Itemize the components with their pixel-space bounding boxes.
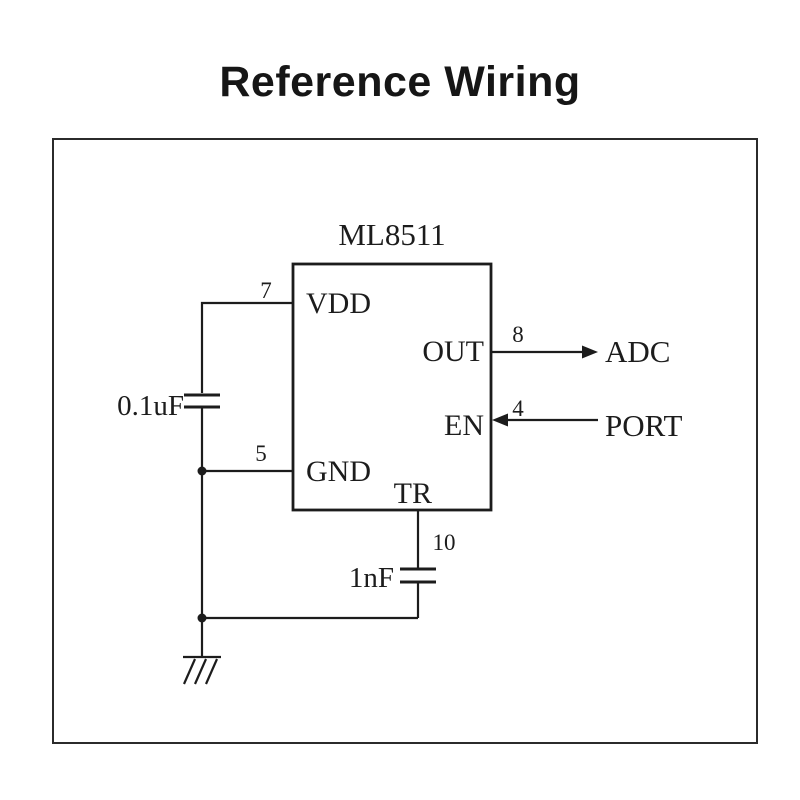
pin-number-10: 10 (433, 530, 456, 555)
vdd-wire (200, 301, 293, 393)
ic-box (291, 262, 493, 512)
decoupling-cap-value: 0.1uF (117, 390, 184, 422)
pin-number-5: 5 (255, 441, 267, 466)
pin-label-en: EN (444, 409, 484, 442)
adc-label: ADC (605, 334, 670, 369)
pin-number-7: 7 (260, 278, 272, 303)
ic-name-label: ML8511 (338, 217, 445, 252)
page-title: Reference Wiring (219, 57, 581, 106)
pin-label-vdd: VDD (306, 287, 371, 320)
pin-number-8: 8 (512, 322, 524, 347)
junction-dot-bottom (197, 613, 207, 623)
ground-slash-1 (182, 658, 197, 685)
ground-symbol (182, 655, 221, 685)
junction-dot-gnd (197, 466, 207, 476)
ground-slash-2 (193, 658, 208, 685)
out-arrowhead-icon (582, 345, 598, 359)
en-arrowhead-icon (492, 413, 508, 427)
pin-label-tr: TR (394, 477, 432, 510)
ground-slash-3 (204, 658, 219, 685)
pin-label-gnd: GND (306, 455, 371, 488)
pin-label-out: OUT (422, 335, 484, 368)
port-label: PORT (605, 408, 682, 443)
pin-number-4: 4 (512, 396, 524, 421)
trigger-cap-value: 1nF (349, 562, 394, 594)
